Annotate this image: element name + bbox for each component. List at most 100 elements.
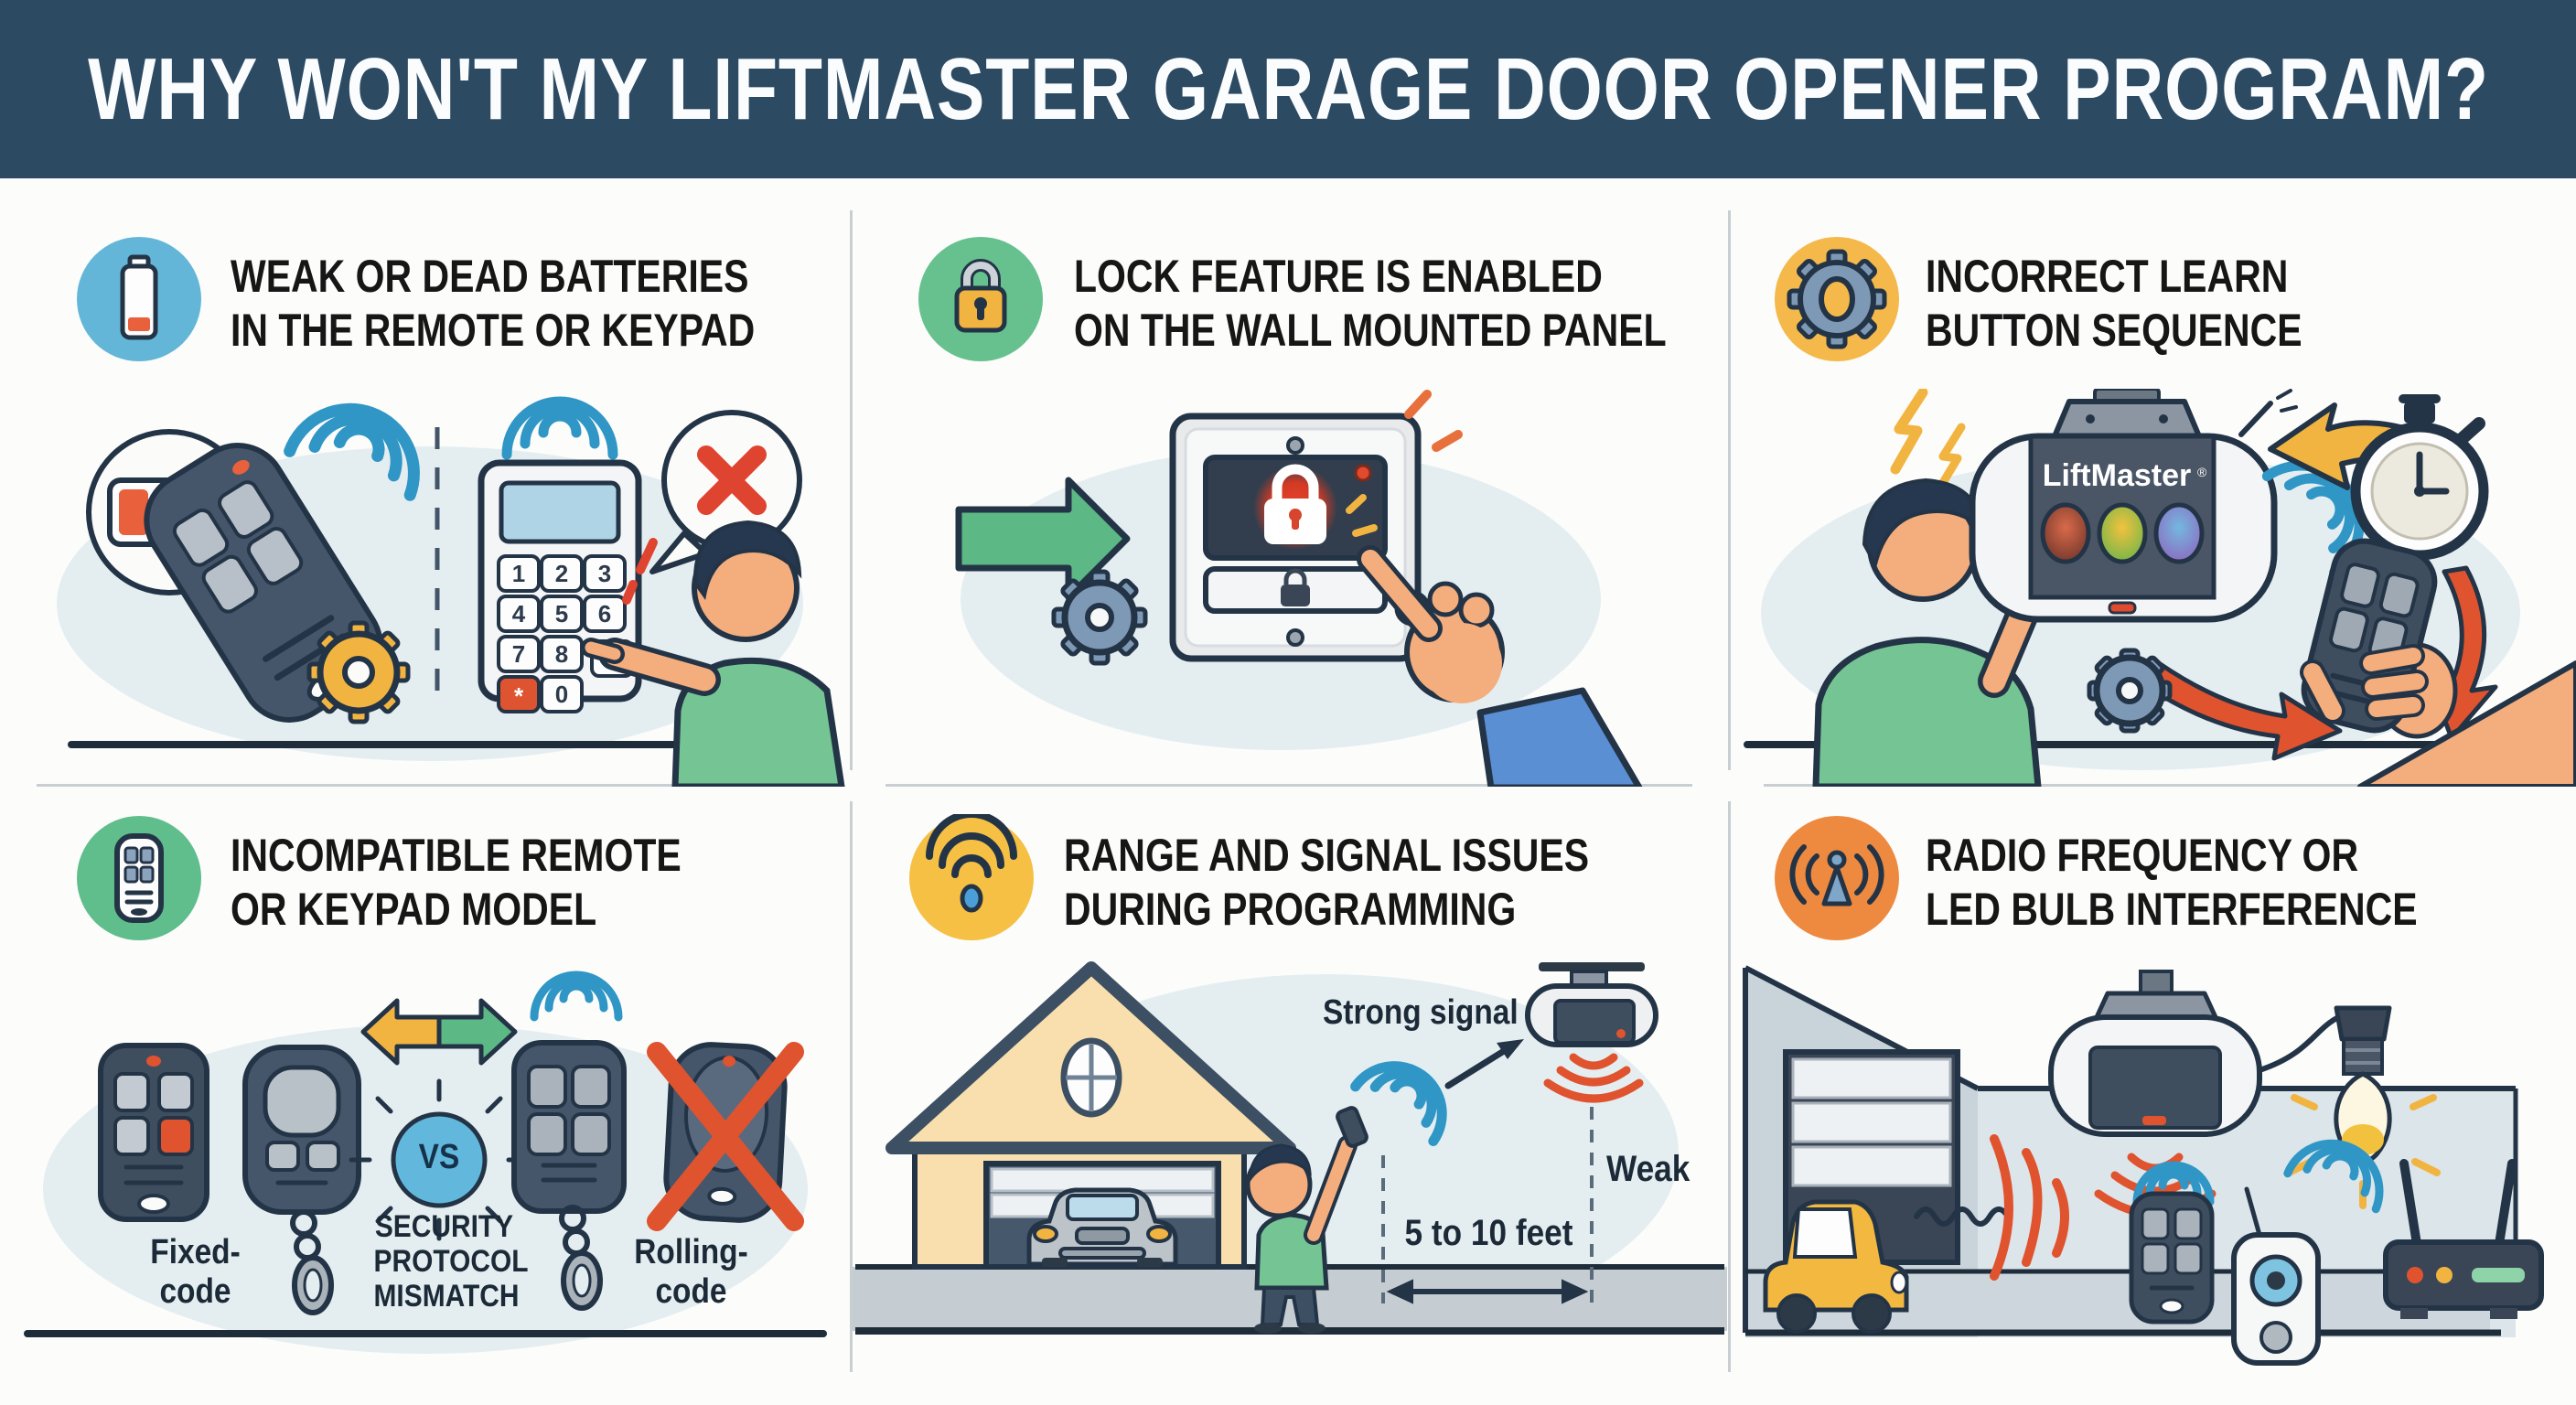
rolling-code-label: Rolling-code [634,1233,748,1311]
interference-waves-red [1990,1134,2069,1281]
keypad-key: 7 [512,640,525,668]
weak-signal-waves [1543,1053,1644,1103]
keypad-key: 8 [555,640,568,668]
panel-title-line2: ON THE WALL MOUNTED PANEL [1074,305,1667,356]
status-led [1354,464,1372,482]
page-title: WHY WON'T MY LIFTMASTER GARAGE DOOR OPEN… [87,39,2489,138]
yellow-car [1763,1199,1909,1334]
learn-button-illustration: LiftMaster ® [1744,389,2576,787]
brand-registered-mark: ® [2197,465,2207,479]
fixed-code-label: Fixed-code [150,1233,241,1311]
panel-title-line2: OR KEYPAD MODEL [231,884,597,935]
incompatible-remote-illustration [24,971,827,1354]
signal-waves-icon [1350,1061,1447,1146]
strong-signal-arrow [1444,1039,1524,1089]
column-divider [850,210,853,770]
row-divider [37,784,814,787]
column-divider [1728,210,1731,770]
gear-icon [306,620,411,724]
panel-incompatible-remote: INCOMPATIBLE REMOTE OR KEYPAD MODEL [0,787,851,1405]
alert-sparks [1404,390,1463,452]
panel-title-line2: BUTTON SEQUENCE [1926,305,2302,356]
garage-opener-unit [1525,962,1658,1047]
x-mark-icon [647,1042,804,1231]
car [1026,1187,1178,1267]
panel-lock-feature: LOCK FEATURE IS ENABLED ON THE WALL MOUN… [851,178,1729,787]
wireless-keypad: 1 2 3 4 5 6 7 8 * 0 [478,459,642,713]
mismatch-label: SECURITY PROTOCOL MISMATCH [373,1209,529,1314]
panel-title-line2: LED BULB INTERFERENCE [1926,884,2418,935]
learn-button-red [2040,502,2091,564]
hand-with-remote [2300,538,2576,787]
error-speech-bubble [649,410,802,574]
weak-batteries-illustration: 1 2 3 4 5 6 7 8 * 0 [57,396,845,787]
range-signal-illustration [853,961,1727,1335]
learn-button-blue [2153,502,2205,564]
panel-title-line1: RANGE AND SIGNAL ISSUES [1064,830,1590,881]
status-led [2142,1116,2166,1125]
low-battery-icon [77,237,201,361]
vs-label: VS [418,1138,460,1176]
person [1245,1106,1368,1334]
keypad-key: 1 [512,560,525,587]
panel-learn-button: INCORRECT LEARN BUTTON SEQUENCE [1729,178,2576,787]
column-divider [1728,801,1731,1372]
garage-house [886,961,1296,1270]
row-divider [886,784,1692,787]
panel-title-line1: WEAK OR DEAD BATTERIES [231,251,749,302]
signal-waves-icon [2132,1161,2215,1207]
panel-weak-batteries: WEAK OR DEAD BATTERIES IN THE REMOTE OR … [0,178,851,787]
panel-title-line1: INCORRECT LEARN [1926,251,2289,302]
rf-interference-illustration [1743,965,2544,1366]
signal-waves-icon [2283,1139,2384,1214]
lightning-marks [1890,389,1966,490]
keypad-key: 6 [598,600,611,627]
rejected-remote [647,1042,804,1231]
press-sparks [1346,494,1378,537]
person [581,520,845,787]
gear-icon [2087,648,2173,734]
strong-signal-label: Strong signal [1323,993,1519,1032]
keypad-key: 4 [512,600,526,627]
panel-title-line1: LOCK FEATURE IS ENABLED [1074,251,1603,302]
remote-in-hand [1336,1106,1368,1148]
gear-icon [1051,569,1148,666]
baby-monitor [2231,1186,2321,1366]
status-led [1616,1029,1626,1038]
bulb-cord [2259,1011,2349,1073]
wall-control-panel [1169,413,1422,662]
weak-label: Weak [1606,1149,1690,1189]
alert-marks [622,538,658,605]
row-divider [1764,784,2550,787]
panel-title-line2: DURING PROGRAMMING [1064,884,1517,935]
panel-range-signal: RANGE AND SIGNAL ISSUES DURING PROGRAMMI… [851,787,1729,1405]
vs-badge [349,1078,530,1241]
signal-waves-icon [530,971,623,1022]
garage-opener-unit [2048,970,2262,1137]
column-divider [850,801,853,1372]
panel-rf-interference: RADIO FREQUENCY OR LED BULB INTERFERENCE [1729,787,2576,1405]
brand-label: LiftMaster [2043,458,2191,493]
fixed-code-remote [98,1043,209,1222]
keypad-key: 3 [598,560,611,587]
locked-icon [1264,464,1326,544]
keypad-key: 2 [555,560,568,587]
stopwatch-icon [2350,394,2489,561]
red-arrow-icon [2145,660,2343,761]
signal-waves-icon [501,396,618,460]
keypad-key: 0 [555,681,568,708]
signal-waves-icon [284,402,420,501]
garage-remote [2129,1191,2215,1325]
rolling-code-remote [511,1040,627,1311]
learn-button-yellow [2097,502,2148,564]
panel-title-line1: RADIO FREQUENCY OR [1926,830,2359,881]
panel-title-line2: IN THE REMOTE OR KEYPAD [231,305,756,356]
wifi-router [2383,1159,2544,1319]
antenna [2238,401,2273,437]
green-arrow-icon [955,477,1131,601]
keychain-remote [242,1045,361,1315]
keypad-key: * [514,682,524,710]
double-arrow-icon [360,998,518,1066]
keypad-key: 5 [555,600,568,627]
